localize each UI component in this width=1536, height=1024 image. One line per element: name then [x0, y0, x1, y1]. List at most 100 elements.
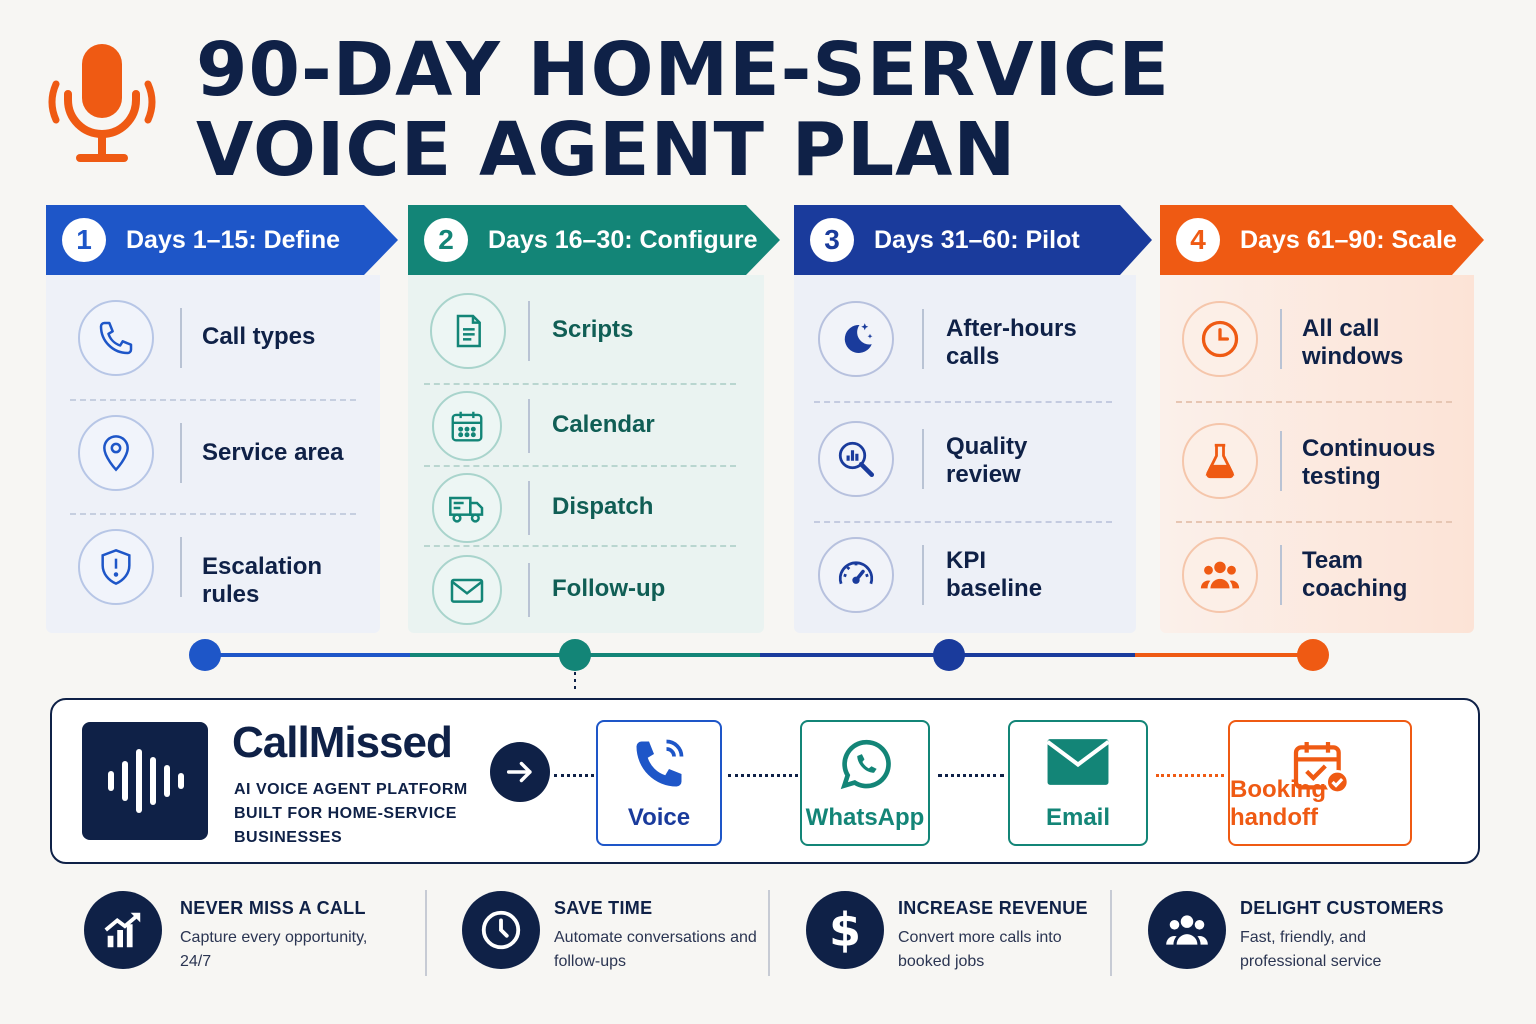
title-line-1: 90-DAY HOME-SERVICE	[196, 27, 1170, 113]
phase-4-item-continuous-testing: Continuous testing	[1160, 405, 1474, 521]
benefit-title: NEVER MISS A CALL	[180, 898, 366, 918]
team-icon	[1182, 537, 1258, 613]
arrow-right-icon	[490, 742, 550, 802]
phase-2-body: Scripts Calendar Dispatch Follow-up	[408, 275, 764, 633]
phone-waves-icon	[636, 739, 684, 787]
phase-1-item-escalation-rules: Escalation rules	[46, 517, 380, 627]
phase-1-number: 1	[62, 218, 106, 262]
flask-icon	[1182, 423, 1258, 499]
truck-icon	[432, 473, 502, 543]
phase-3-body: After-hours calls Quality review KPI bas…	[794, 275, 1136, 633]
channel-whatsapp-label: WhatsApp	[805, 804, 925, 831]
channel-voice-label: Voice	[627, 804, 691, 831]
phase-1-item-service-area: Service area	[46, 403, 380, 513]
phase-2-item-label: Calendar	[552, 411, 655, 438]
benefit-save-time: SAVE TIME Automate conversations and fol…	[462, 886, 762, 986]
timeline	[189, 639, 1329, 690]
benefit-desc: Fast, friendly, and professional service	[1240, 929, 1382, 970]
phase-3-header: 3 Days 31–60: Pilot	[794, 205, 1080, 275]
phase-3-item-kpi-baseline: KPI baseline	[794, 525, 1136, 635]
phase-1-item-label: Call types	[202, 323, 316, 350]
phone-icon	[78, 300, 154, 376]
waveform-logo-icon	[82, 722, 208, 840]
benefit-desc: Capture every opportunity, 24/7	[180, 929, 368, 970]
phase-2-item-label: Dispatch	[552, 493, 654, 520]
dollar-icon: $	[806, 891, 884, 969]
calendar-icon	[432, 391, 502, 461]
timeline-node-3	[933, 639, 965, 671]
gauge-icon	[818, 537, 894, 613]
phase-4-item-label: Team coaching	[1302, 547, 1408, 602]
calendar-check-icon	[1293, 742, 1350, 794]
benefit-divider	[425, 890, 427, 976]
phase-3-item-label: After-hours calls	[946, 315, 1077, 370]
phase-2-header: 2 Days 16–30: Configure	[408, 205, 758, 275]
phase-4-item-label: Continuous testing	[1302, 435, 1436, 490]
growth-chart-icon	[84, 891, 162, 969]
shield-alert-icon	[78, 529, 154, 605]
phase-4-item-team-coaching: Team coaching	[1160, 525, 1474, 635]
phase-4-item-label: All call windows	[1302, 315, 1404, 370]
phase-4: 4 Days 61–90: Scale All call windows Con…	[1160, 205, 1484, 635]
platform-panel: CallMissed AI VOICE AGENT PLATFORM BUILT…	[50, 698, 1480, 864]
phase-3: 3 Days 31–60: Pilot After-hours calls Qu…	[794, 205, 1152, 635]
phase-3-item-label: KPI baseline	[946, 547, 1043, 602]
phase-1-header-shape	[46, 205, 398, 275]
envelope-icon	[432, 555, 502, 625]
phase-2-item-label: Scripts	[552, 316, 634, 343]
phase-1: 1 Days 1–15: Define Call types Service a…	[46, 205, 398, 635]
benefit-desc: Convert more calls into booked jobs	[898, 929, 1062, 970]
phase-2-item-follow-up: Follow-up	[408, 549, 764, 629]
timeline-node-4	[1297, 639, 1329, 671]
title-line-2: VOICE AGENT PLAN	[196, 107, 1017, 193]
timeline-node-2	[559, 639, 591, 671]
phase-3-number: 3	[810, 218, 854, 262]
timeline-node-1	[189, 639, 221, 671]
phase-2: 2 Days 16–30: Configure Scripts Calendar…	[408, 205, 780, 635]
phase-1-body: Call types Service area Escalation rules	[46, 275, 380, 633]
clock-icon	[1182, 301, 1258, 377]
brand-name: CallMissed	[232, 718, 453, 767]
phase-3-header-shape	[794, 205, 1152, 275]
channel-email[interactable]: Email	[1008, 720, 1148, 846]
phase-3-item-after-hours: After-hours calls	[794, 275, 1136, 395]
phase-4-title: Days 61–90: Scale	[1240, 225, 1457, 254]
phase-2-header-shape	[408, 205, 780, 275]
phase-1-item-label: Escalation rules	[202, 553, 323, 608]
channel-voice[interactable]: Voice	[596, 720, 722, 846]
page-title: 90-DAY HOME-SERVICE VOICE AGENT PLAN	[196, 30, 1170, 190]
phase-4-body: All call windows Continuous testing Team…	[1160, 275, 1474, 633]
channel-booking-handoff[interactable]: Booking handoff	[1228, 720, 1412, 846]
phase-4-header: 4 Days 61–90: Scale	[1160, 205, 1457, 275]
phase-4-item-all-call-windows: All call windows	[1160, 275, 1474, 403]
phase-3-item-label: Quality review	[946, 433, 1028, 488]
phase-3-title: Days 31–60: Pilot	[874, 225, 1080, 254]
phase-4-number: 4	[1176, 218, 1220, 262]
envelope-icon	[1046, 739, 1110, 785]
microphone-icon	[48, 44, 156, 162]
phase-2-item-label: Follow-up	[552, 575, 666, 602]
phase-3-item-quality-review: Quality review	[794, 405, 1136, 521]
benefit-increase-revenue: $ INCREASE REVENUE Convert more calls in…	[806, 886, 1106, 986]
benefit-divider	[768, 890, 770, 976]
benefit-divider	[1110, 890, 1112, 976]
phase-1-title: Days 1–15: Define	[126, 225, 341, 254]
location-pin-icon	[78, 415, 154, 491]
phase-2-item-scripts: Scripts	[408, 281, 764, 381]
channel-booking-label: Booking handoff	[1230, 776, 1326, 831]
brand-tagline: AI VOICE AGENT PLATFORM BUILT FOR HOME-S…	[234, 781, 468, 846]
phase-1-item-call-types: Call types	[46, 283, 380, 393]
phase-2-item-calendar: Calendar	[408, 385, 764, 465]
phase-1-header: 1 Days 1–15: Define	[46, 205, 340, 275]
moon-stars-icon	[818, 301, 894, 377]
whatsapp-icon	[840, 739, 891, 790]
clock-icon	[462, 891, 540, 969]
benefit-desc: Automate conversations and follow-ups	[554, 929, 757, 970]
benefit-title: SAVE TIME	[554, 898, 653, 918]
magnifier-chart-icon	[818, 421, 894, 497]
channel-whatsapp[interactable]: WhatsApp	[800, 720, 930, 846]
phase-2-number: 2	[424, 218, 468, 262]
team-icon	[1148, 891, 1226, 969]
phase-2-item-dispatch: Dispatch	[408, 467, 764, 547]
benefit-never-miss: NEVER MISS A CALL Capture every opportun…	[84, 886, 404, 986]
